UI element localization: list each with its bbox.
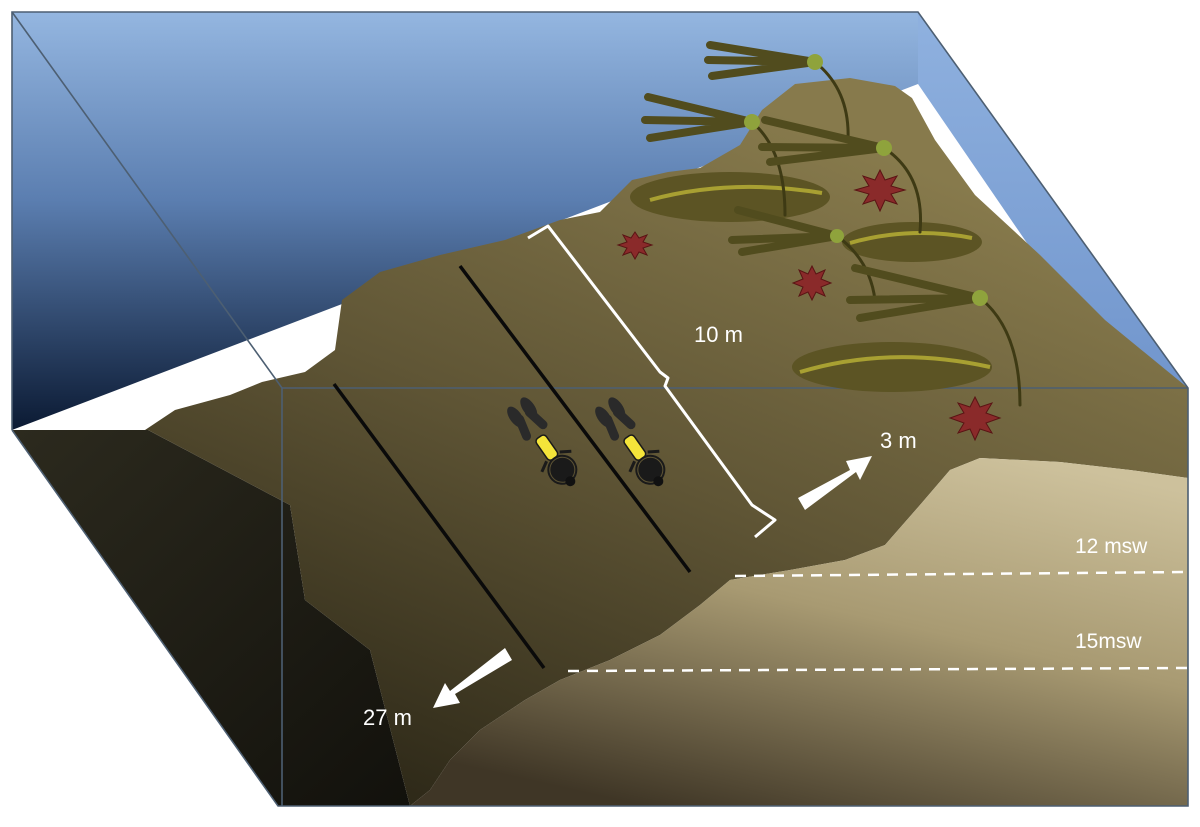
- downslope-arrow-icon: [433, 648, 512, 708]
- kelp-stands: [641, 41, 1022, 407]
- kelp-plant-icon: [630, 172, 830, 222]
- sea-urchin-icon: [853, 168, 907, 213]
- transect-lines: [332, 264, 692, 670]
- kelp-plant-icon: [728, 206, 877, 302]
- depth-15-label: 15msw: [1075, 630, 1142, 653]
- transect-line-1: [458, 264, 692, 574]
- depth-line-15msw: [567, 666, 1189, 673]
- kelp-plant-icon: [758, 116, 923, 234]
- depth-12-label: 12 msw: [1075, 535, 1148, 558]
- transect-line-2: [332, 382, 546, 670]
- sea-urchin-icon: [791, 264, 833, 302]
- sandy-seafloor: [410, 458, 1188, 806]
- kelp-mats: [630, 172, 992, 392]
- kelp-plant-icon: [842, 222, 982, 262]
- transect-length-label: 10 m: [694, 322, 743, 347]
- transect-length-bracket: [527, 224, 777, 539]
- scuba-diver-icon: [595, 397, 666, 487]
- downslope-depth-label: 27 m: [363, 705, 412, 730]
- water-back-panel: [12, 12, 918, 430]
- scuba-diver-icon: [507, 397, 578, 487]
- depth-contours: [567, 570, 1189, 673]
- box-outline: [11, 11, 1189, 807]
- upslope-depth-label: 3 m: [880, 428, 917, 453]
- sea-urchins: [616, 168, 1002, 442]
- kelp-plant-icon: [792, 342, 992, 392]
- sea-urchin-icon: [616, 231, 654, 261]
- sea-urchin-icon: [948, 395, 1002, 442]
- upslope-arrow-icon: [798, 456, 872, 510]
- left-rock-face: [12, 430, 410, 806]
- kelp-plant-icon: [704, 41, 850, 142]
- kelp-plant-icon: [846, 264, 1022, 407]
